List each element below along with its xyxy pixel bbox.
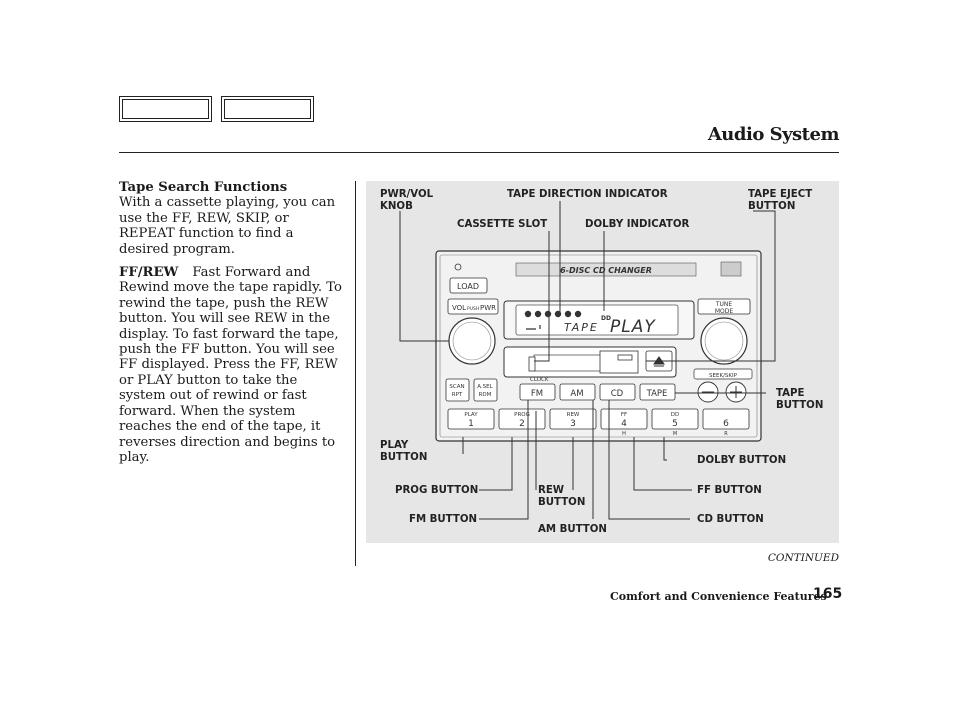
- callout-tape-direction-indicator: TAPE DIRECTION INDICATOR: [507, 189, 668, 200]
- asel-rdm-button: [473, 378, 498, 402]
- radio-illustration: 6-DISC CD CHANGER LOAD VOL PUSH PWR TUNE…: [399, 201, 776, 520]
- callout-play-button: PLAY BUTTON: [380, 440, 428, 463]
- callout-am-button: AM BUTTON: [538, 524, 607, 535]
- preset-sub-label: H: [622, 431, 626, 437]
- preset-top-label: PLAY: [464, 412, 478, 418]
- clock-label: CLOCK: [530, 377, 549, 383]
- ffrew-label: FF/REW: [119, 265, 179, 281]
- rpt-label: RPT: [452, 392, 463, 398]
- preset-button-2: [498, 408, 546, 430]
- tune-mode-knob: [700, 317, 748, 365]
- callout-pwr-vol-knob: PWR/VOL KNOB: [380, 189, 434, 212]
- callout-fm-button: FM BUTTON: [409, 514, 477, 525]
- preset-top-label: REW: [567, 412, 580, 418]
- fm-band-label: FM: [531, 389, 543, 399]
- tune-mode-label-box: [697, 298, 751, 315]
- continued-label: CONTINUED: [767, 552, 839, 564]
- display-play-text: PLAY: [610, 317, 656, 337]
- scan-label: SCAN: [449, 384, 464, 390]
- callout-ff-button: FF BUTTON: [697, 485, 762, 496]
- section-heading: Tape Search Functions: [119, 180, 288, 195]
- preset-sub-label: M: [673, 431, 677, 437]
- audio-unit-figure: 6-DISC CD CHANGER LOAD VOL PUSH PWR TUNE…: [366, 181, 839, 543]
- rdm-label: RDM: [479, 392, 492, 398]
- cd-slot-strip: [515, 262, 697, 277]
- preset-number-label: 5: [672, 419, 678, 429]
- preset-top-label: FF: [621, 412, 627, 418]
- cd-logo-icon: [720, 261, 742, 277]
- cd-band-button: [599, 383, 636, 401]
- body-text-column: Tape Search Functions With a cassette pl…: [119, 180, 345, 465]
- preset-number-label: 2: [519, 419, 525, 429]
- scan-rpt-button: [445, 378, 470, 402]
- vol-pwr-label-box: [447, 298, 499, 315]
- preset-button-4: [600, 408, 648, 430]
- seek-skip-label: SEEK/SKIP: [709, 373, 738, 379]
- ffrew-text: Fast Forward and Rewind move the tape ra…: [119, 265, 342, 465]
- am-band-button: [559, 383, 596, 401]
- pwr-vol-knob: [448, 317, 496, 365]
- fm-band-button: [519, 383, 556, 401]
- vol-label: VOL: [452, 304, 466, 312]
- tune-label: TUNE: [715, 301, 733, 308]
- brand-strip-label: 6-DISC CD CHANGER: [560, 266, 652, 275]
- callout-dolby-button: DOLBY BUTTON: [697, 455, 787, 466]
- seek-skip-label-box: [693, 368, 753, 380]
- pwr-label: PWR: [480, 304, 496, 312]
- display-tape-text: TAPE: [564, 321, 599, 334]
- page-title: Audio System: [707, 124, 840, 145]
- preset-sub-label: R: [724, 431, 728, 437]
- preset-button-5: [651, 408, 699, 430]
- header-rule: [119, 152, 839, 153]
- page-number: 165: [813, 586, 843, 602]
- callout-cassette-slot: CASSETTE SLOT: [457, 219, 548, 230]
- preset-button-6: [702, 408, 750, 430]
- callout-prog-button: PROG BUTTON: [395, 485, 479, 496]
- callout-tape-button: TAPE BUTTON: [776, 388, 824, 411]
- load-label: LOAD: [457, 282, 479, 291]
- header-tab-box-1: [119, 96, 212, 122]
- callout-tape-eject-button: TAPE EJECT BUTTON: [748, 189, 813, 212]
- preset-button-1: [447, 408, 495, 430]
- preset-button-3: [549, 408, 597, 430]
- callout-dolby-indicator: DOLBY INDICATOR: [585, 219, 690, 230]
- cd-band-label: CD: [611, 389, 624, 399]
- preset-top-label: PROG: [514, 412, 530, 418]
- am-band-label: AM: [570, 389, 583, 399]
- callout-leader-lines: [399, 201, 776, 520]
- header-tab-box-2: [221, 96, 314, 122]
- asel-label: A.SEL: [477, 384, 493, 390]
- push-label: PUSH: [467, 306, 479, 312]
- preset-number-label: 4: [621, 419, 627, 429]
- callout-cd-button: CD BUTTON: [697, 514, 764, 525]
- preset-top-label: DD: [671, 412, 679, 418]
- mode-label: MODE: [715, 308, 734, 315]
- column-divider: [355, 181, 356, 566]
- preset-number-label: 1: [468, 419, 474, 429]
- footer-section-title: Comfort and Convenience Features: [610, 590, 827, 603]
- preset-number-label: 3: [570, 419, 576, 429]
- callout-rew-button: REW BUTTON: [538, 485, 586, 508]
- load-button: [449, 277, 488, 294]
- intro-paragraph: With a cassette playing, you can use the…: [119, 195, 336, 257]
- display-dolby-mark: DD: [601, 315, 611, 322]
- anti-theft-led: [454, 263, 462, 271]
- plus-icon: [730, 386, 742, 398]
- tape-band-button: [639, 383, 676, 401]
- preset-number-label: 6: [723, 419, 729, 429]
- tape-band-label: TAPE: [646, 389, 668, 399]
